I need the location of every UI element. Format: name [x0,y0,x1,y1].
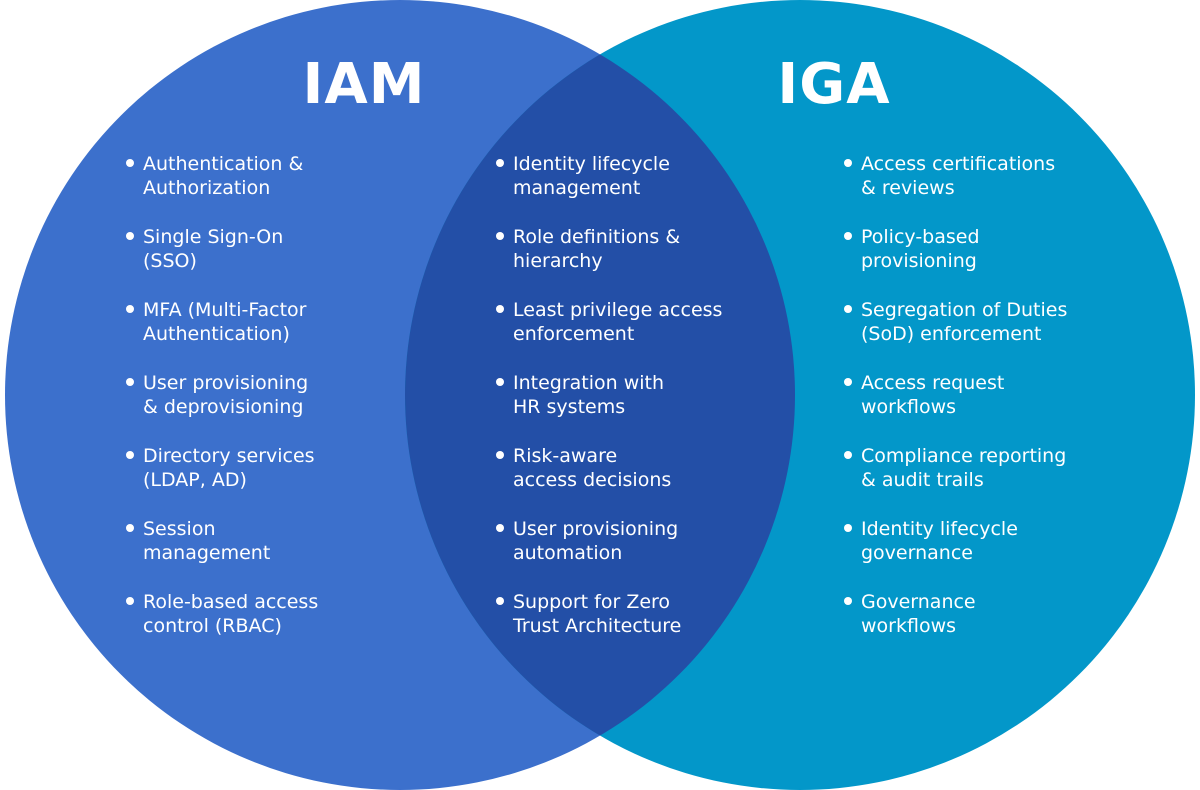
list-item-text: Least privilege access enforcement [513,299,723,345]
list-item: Integration with HR systems [494,371,784,444]
bullet-icon [496,524,504,532]
iam-title: IAM [302,52,426,117]
bullet-icon [496,305,504,313]
list-item-text: User provisioning & deprovisioning [143,372,309,418]
list-item-text: Access request workflows [861,372,1005,418]
list-item-text: Segregation of Duties (SoD) enforcement [861,299,1068,345]
bullet-icon [496,597,504,605]
list-item: Risk-aware access decisions [494,444,784,517]
bullet-icon [126,524,134,532]
bullet-icon [126,378,134,386]
list-item: Role-based access control (RBAC) [124,590,394,663]
list-item-text: Support for Zero Trust Architecture [513,591,682,637]
list-item: Identity lifecycle management [494,152,784,225]
list-item: Governance workflows [842,590,1142,663]
list-item: Policy-based provisioning [842,225,1142,298]
list-item: Access certifications & reviews [842,152,1142,225]
bullet-icon [126,232,134,240]
list-item-text: User provisioning automation [513,518,679,564]
bullet-icon [126,159,134,167]
bullet-icon [496,378,504,386]
list-item-text: Policy-based provisioning [861,226,980,272]
bullet-icon [844,524,852,532]
list-item-text: Identity lifecycle management [513,153,670,199]
list-item-text: Role-based access control (RBAC) [143,591,319,637]
list-item: Directory services (LDAP, AD) [124,444,394,517]
list-item: Authentication & Authorization [124,152,394,225]
list-item-text: Identity lifecycle governance [861,518,1018,564]
overlap-region [405,0,795,790]
list-item-text: Risk-aware access decisions [513,445,672,491]
list-item: Role definitions & hierarchy [494,225,784,298]
list-item-text: Integration with HR systems [513,372,665,418]
bullet-icon [126,305,134,313]
bullet-icon [844,305,852,313]
list-item-text: MFA (Multi-Factor Authentication) [143,299,307,345]
bullet-icon [496,232,504,240]
iga-title: IGA [777,52,891,117]
list-item-text: Governance workflows [861,591,976,637]
list-item-text: Authentication & Authorization [143,153,304,199]
list-item: Segregation of Duties (SoD) enforcement [842,298,1142,371]
list-item-text: Session management [143,518,271,564]
list-item: Support for Zero Trust Architecture [494,590,784,663]
bullet-icon [496,159,504,167]
list-item-text: Role definitions & hierarchy [513,226,681,272]
list-item-text: Compliance reporting & audit trails [861,445,1067,491]
bullet-icon [496,451,504,459]
list-item-text: Directory services (LDAP, AD) [143,445,315,491]
list-item: Identity lifecycle governance [842,517,1142,590]
bullet-icon [844,232,852,240]
list-item: User provisioning & deprovisioning [124,371,394,444]
list-item: Single Sign-On (SSO) [124,225,394,298]
list-item: Least privilege access enforcement [494,298,784,371]
bullet-icon [844,451,852,459]
list-item-text: Access certifications & reviews [861,153,1056,199]
list-item: Compliance reporting & audit trails [842,444,1142,517]
bullet-icon [844,597,852,605]
bullet-icon [844,378,852,386]
list-item: MFA (Multi-Factor Authentication) [124,298,394,371]
bullet-icon [844,159,852,167]
list-item: User provisioning automation [494,517,784,590]
list-item-text: Single Sign-On (SSO) [143,226,284,272]
bullet-icon [126,451,134,459]
list-item: Access request workflows [842,371,1142,444]
bullet-icon [126,597,134,605]
list-item: Session management [124,517,394,590]
